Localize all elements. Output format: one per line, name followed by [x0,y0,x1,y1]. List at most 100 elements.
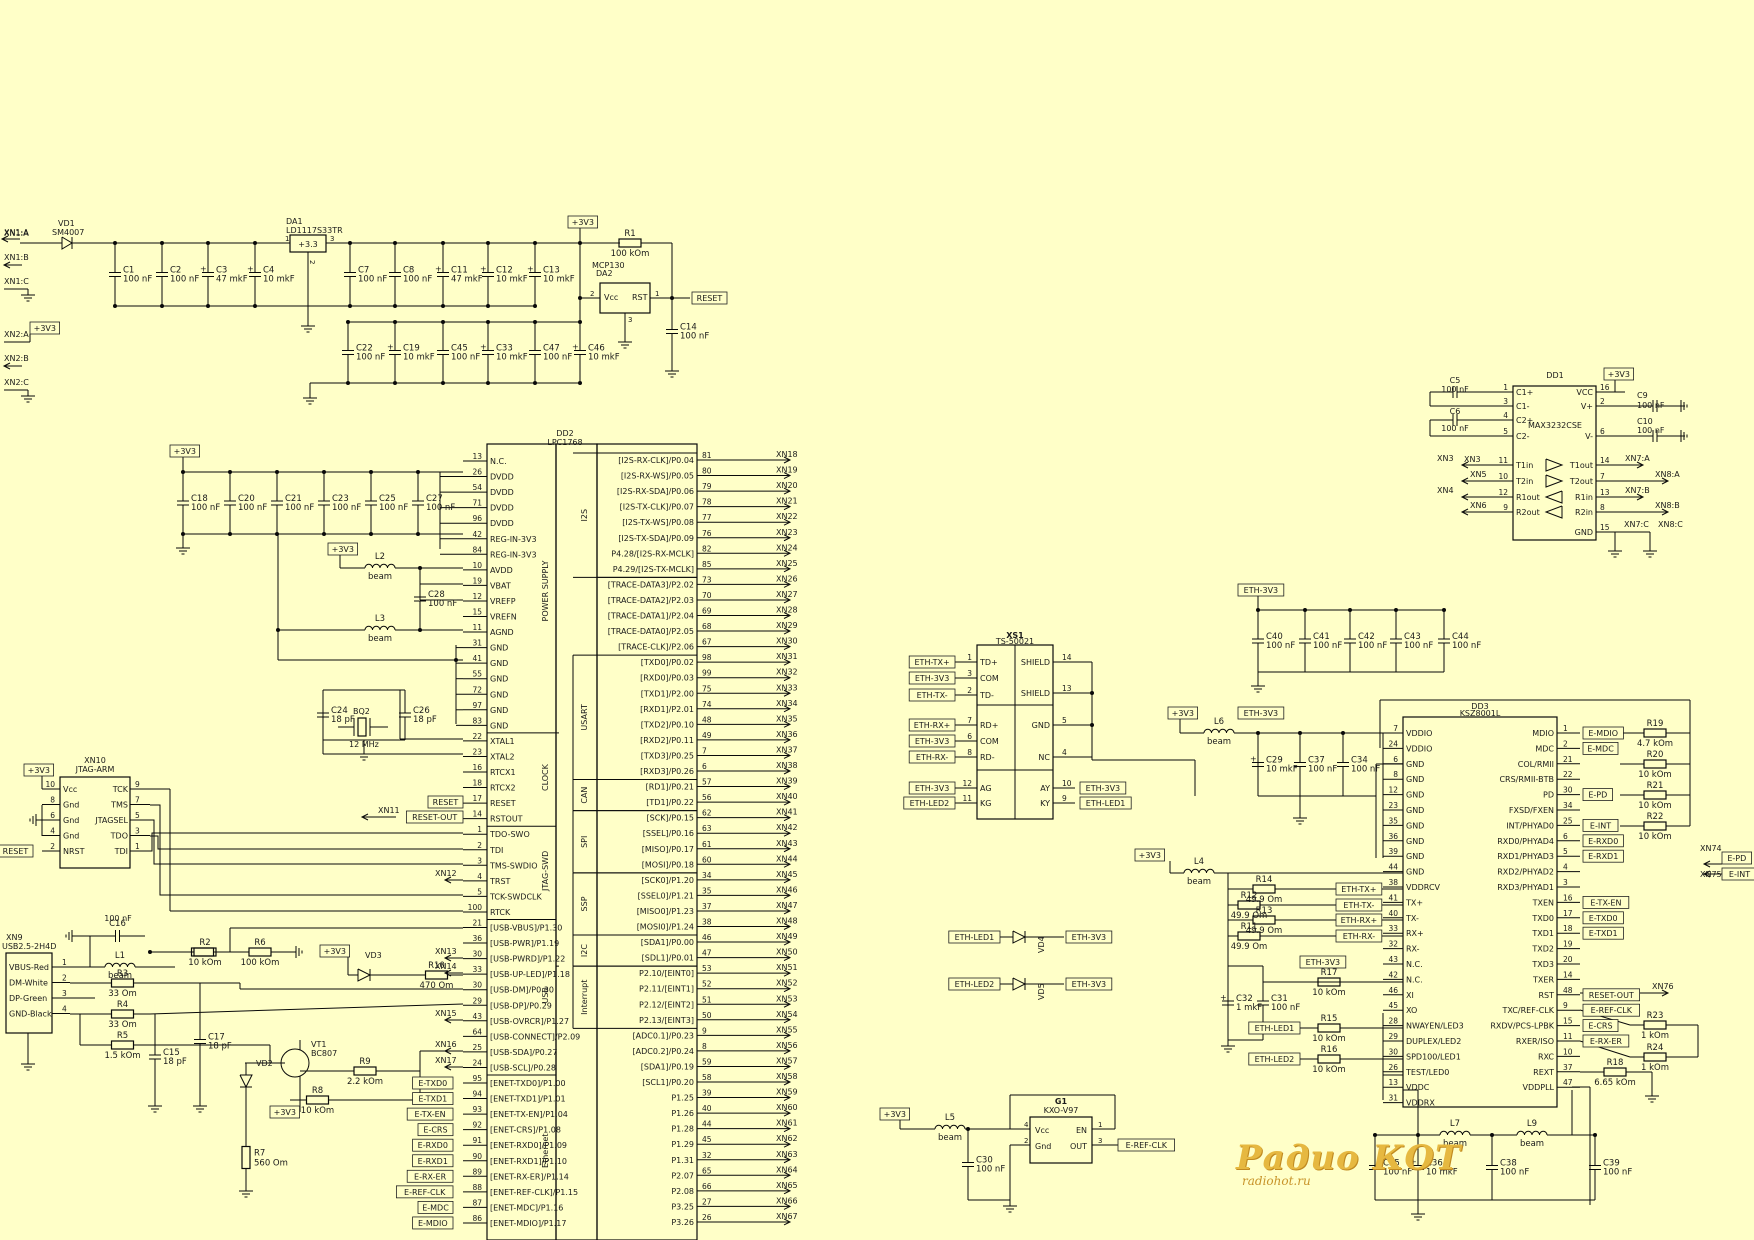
label: GND [1406,852,1424,861]
pin-number: 81 [702,451,712,460]
net-name: XN22 [776,512,798,521]
pin-number: 21 [472,919,482,928]
label: 28 [1388,1017,1398,1026]
net-port [405,810,464,824]
label: XN3 [1437,454,1454,463]
pin-number: 62 [702,809,712,818]
pin-number: 27 [702,1197,712,1206]
pin-label: GND [490,690,508,699]
pin-label: [I2S-RX-SDA]/P0.06 [617,487,694,496]
label: 30 [1388,1047,1398,1056]
net-name: XN55 [776,1025,798,1034]
label: RST [1538,991,1554,1000]
net-name: +3V3 [884,1110,906,1119]
pin-number: 2 [477,841,482,850]
pin-label: [USB-UP-LED]/P1.18 [490,970,570,979]
label: 32 [1388,940,1398,949]
label: EN [1076,1126,1087,1135]
pin-group: I2C [580,944,589,957]
res-value: 560 Om [254,1159,288,1169]
net-name: +3V3 [34,324,56,333]
pin-label: GND [490,675,508,684]
net-port [1079,781,1127,795]
pin-label: P2.12/[EINT2] [639,1000,694,1009]
watermark-site: radiohot.ru [1242,1174,1311,1188]
wire [783,1000,792,1008]
wire [783,798,792,806]
net-name: XN40 [776,792,798,801]
net-name: ETH-LED1 [1255,1024,1295,1033]
net-name: ETH-LED2 [1255,1055,1295,1064]
net-name: XN41 [776,808,798,817]
cap-value: 100 nF [1452,641,1481,651]
pin-label: [I2S-RX-WS]/P0.05 [621,472,694,481]
net-name: +3V3 [1608,370,1630,379]
net-port [567,215,599,229]
label: 38 [1388,878,1398,887]
pin-label: DVDD [490,488,514,497]
label: 34 [1563,801,1573,810]
wire [783,1218,792,1226]
net-name: ETH-TX+ [1341,885,1376,894]
cap-value: 100 nF [191,503,220,513]
pin-label: AVDD [490,566,513,575]
wire [783,720,792,728]
labels-layer: XN1:AXN1:AXN1:BXN1:CXN2:A+3V3XN2:BXN2:CV… [2,217,1750,1228]
pin-number: 50 [702,1011,712,1020]
wire [783,1109,792,1117]
res-value: 10 kOm [301,1106,334,1116]
net-port [412,1154,454,1168]
cap-ref: C23 [332,494,349,504]
label: + [387,343,394,352]
cap-ref: C40 [1266,632,1283,642]
net-name: XN20 [776,481,798,490]
junction-dot [206,304,210,308]
label: + [1250,755,1257,764]
label: RXER/ISO [1516,1037,1554,1046]
label: MDC [1535,744,1554,753]
pin-label: [USB-CONNECT]/P2.09 [490,1032,580,1041]
pin-label: [TXD2]/P0.10 [641,720,694,729]
label: XN7:B [1625,486,1650,495]
label: 7 [1600,472,1605,481]
net-port [1582,1019,1619,1032]
label: 4 [1062,748,1067,757]
resistor [1317,1054,1341,1064]
net-name: XN29 [776,621,798,630]
label: T1out [1569,461,1593,470]
pin-number: 87 [472,1198,482,1207]
net-port [1582,911,1624,925]
cap-ref: C46 [588,344,605,354]
cap-ref: C41 [1313,632,1330,642]
wire [1636,461,1645,469]
label: 45 [1388,1001,1398,1010]
label: MAX3232CSE [1528,421,1582,430]
wire [150,835,463,850]
resistor [1643,1020,1667,1030]
net-name: XN48 [776,917,798,926]
net-name: E-RXD1 [418,1157,448,1166]
pin-number: 66 [702,1182,712,1191]
wire [1702,860,1711,868]
pin-label: [TRACE-DATA0]/P2.05 [608,627,694,636]
pin-label: XTAL1 [490,737,515,746]
net-port [427,795,464,809]
pin-number: 37 [702,902,712,911]
cap-value: 100 nF [123,275,152,285]
net-name: ETH-TX- [1343,901,1374,910]
cap-ref: C42 [1358,632,1375,642]
pin-label: TRST [489,877,511,886]
inductor [364,625,396,631]
connector: XN2:A [4,330,29,339]
pin-label: TDI [489,846,503,855]
wire [783,689,792,697]
res-value: 470 Om [420,981,454,991]
label: RX+ [1406,929,1424,938]
wire [783,752,792,759]
label: 3 [1098,1137,1102,1145]
label: RD- [980,753,995,762]
net-name: XN1:A [4,229,29,238]
net-port [1582,988,1640,1002]
res-value: 6.65 kOm [1594,1078,1636,1088]
label: 8 [1600,503,1605,512]
